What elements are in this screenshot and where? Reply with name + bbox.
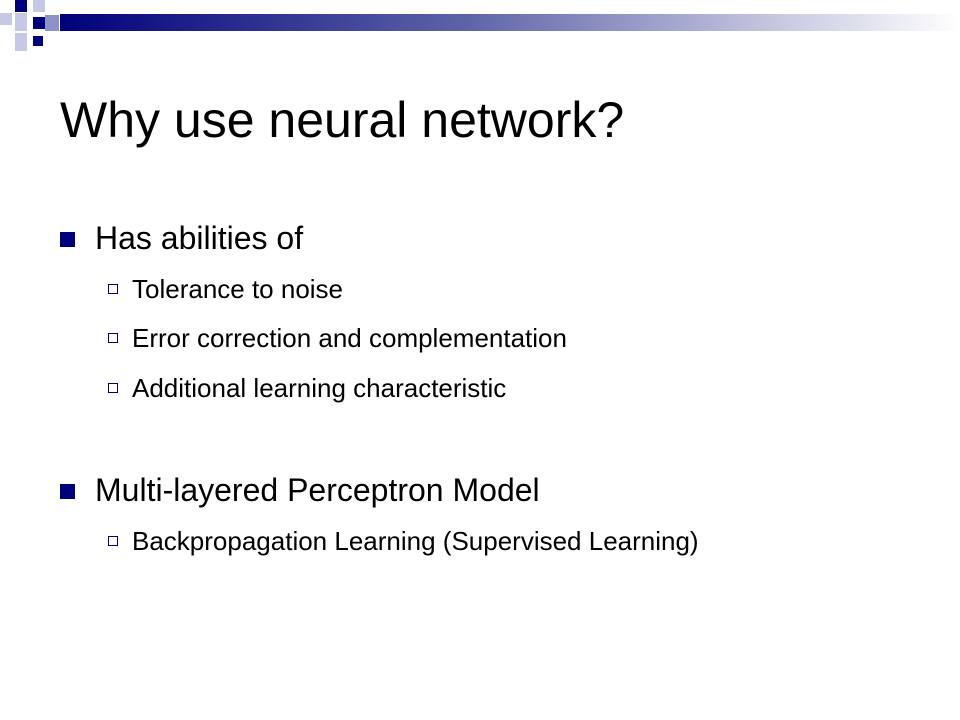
bullet-text: Tolerance to noise <box>132 274 344 304</box>
decor-square <box>33 36 43 46</box>
decor-square <box>15 0 27 12</box>
bullet-text: Has abilities of <box>95 220 304 256</box>
hollow-square-bullet-icon <box>108 383 118 393</box>
bullet-level1: Has abilities of <box>60 218 303 258</box>
bullet-level2: Additional learning characteristic <box>108 371 812 405</box>
bullet-text: Error correction and complementation <box>132 323 567 353</box>
bullet-level2: Backpropagation Learning (Supervised Lea… <box>108 524 812 558</box>
bullet-level2: Tolerance to noise <box>108 272 812 306</box>
decorative-gradient-bar <box>60 14 960 31</box>
slide-title: Why use neural network? <box>60 92 625 148</box>
decor-square <box>15 13 27 31</box>
hollow-square-bullet-icon <box>108 284 118 294</box>
hollow-square-bullet-icon <box>108 333 118 343</box>
bullet-text: Multi-layered Perceptron Model <box>95 472 540 508</box>
decor-square <box>45 15 59 31</box>
bullet-text: Additional learning characteristic <box>132 373 507 403</box>
decor-square <box>15 33 27 51</box>
bullet-text: Backpropagation Learning (Supervised Lea… <box>132 526 699 556</box>
hollow-square-bullet-icon <box>108 536 118 546</box>
decor-square <box>0 13 12 25</box>
square-bullet-icon <box>60 232 75 247</box>
decor-square <box>33 17 45 29</box>
decor-square <box>33 0 45 12</box>
bullet-level2: Error correction and complementation <box>108 321 812 355</box>
square-bullet-icon <box>60 484 75 499</box>
decorative-corner-squares <box>0 0 80 60</box>
bullet-level1: Multi-layered Perceptron Model <box>60 470 540 510</box>
